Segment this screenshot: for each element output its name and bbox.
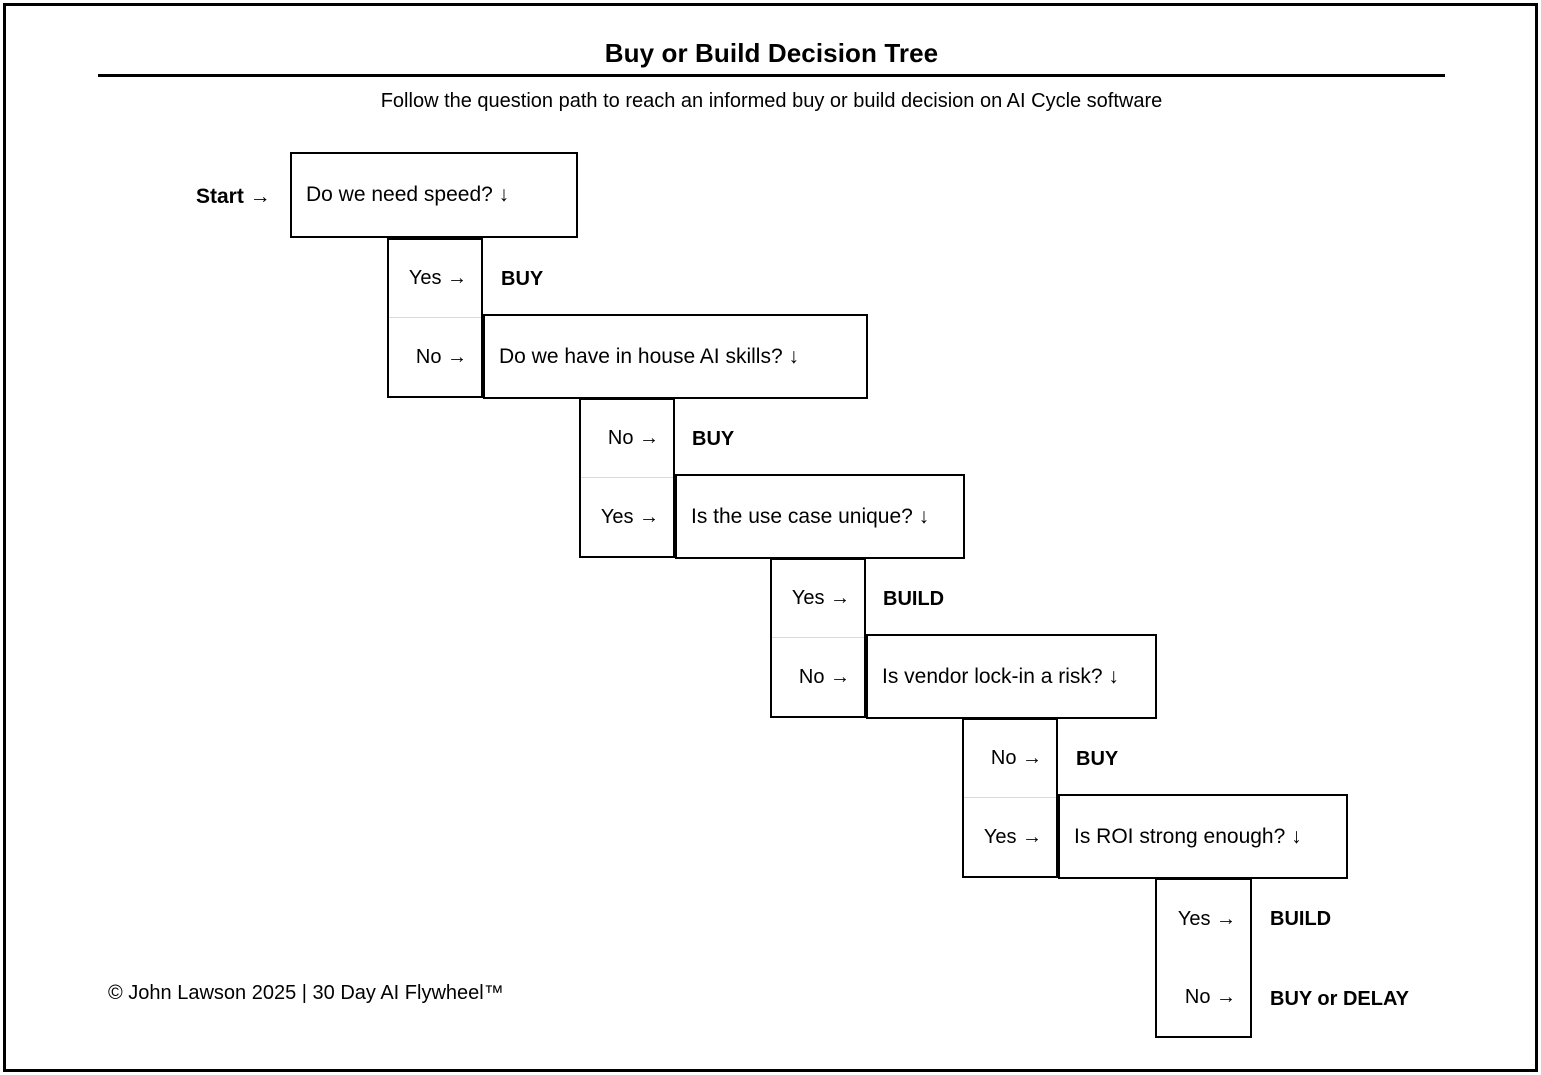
outcome-level-2-top: BUY — [692, 428, 735, 450]
branch-no-level-4[interactable]: No → — [964, 720, 1056, 798]
outcome-level-5-bottom: BUY or DELAY — [1270, 988, 1409, 1010]
branch-column-level-3: Yes → No → — [770, 558, 866, 718]
start-label: Start → — [196, 185, 271, 208]
branch-no-level-5[interactable]: No → — [1184, 985, 1236, 1008]
branch-column-level-1: Yes → No → — [387, 238, 483, 398]
branch-no-level-3[interactable]: No → — [798, 665, 850, 688]
branch-yes-level-5[interactable]: Yes → — [1177, 907, 1236, 930]
question-box-level-2[interactable]: Do we have in house AI skills? ↓ — [483, 314, 868, 399]
page-subtitle: Follow the question path to reach an inf… — [380, 90, 1163, 112]
outcome-level-5-top: BUILD — [1270, 908, 1332, 930]
branch-yes-level-4[interactable]: Yes → — [983, 825, 1042, 848]
question-box-level-5[interactable]: Is ROI strong enough? ↓ — [1058, 794, 1348, 879]
question-box-level-3[interactable]: Is the use case unique? ↓ — [675, 474, 965, 559]
outcome-level-1-top: BUY — [501, 268, 544, 290]
question-box-level-4[interactable]: Is vendor lock-in a risk? ↓ — [866, 634, 1157, 719]
copyright-footer: © John Lawson 2025 | 30 Day AI Flywheel™ — [108, 982, 504, 1004]
outcome-level-4-top: BUY — [1076, 748, 1119, 770]
branch-column-level-2: No → Yes → — [579, 398, 675, 558]
branch-yes-level-3[interactable]: Yes → — [772, 560, 864, 638]
branch-no-level-2[interactable]: No → — [581, 400, 673, 478]
branch-yes-level-1[interactable]: Yes → — [389, 240, 481, 318]
question-box-level-1[interactable]: Do we need speed? ↓ — [290, 152, 578, 238]
branch-no-level-1[interactable]: No → — [415, 345, 467, 368]
page-title: Buy or Build Decision Tree — [604, 38, 939, 68]
title-divider — [98, 74, 1445, 77]
outcome-level-3-top: BUILD — [883, 588, 945, 610]
branch-column-level-4: No → Yes → — [962, 718, 1058, 878]
branch-yes-level-2[interactable]: Yes → — [600, 505, 659, 528]
branch-column-level-5: Yes → No → — [1155, 878, 1252, 1038]
